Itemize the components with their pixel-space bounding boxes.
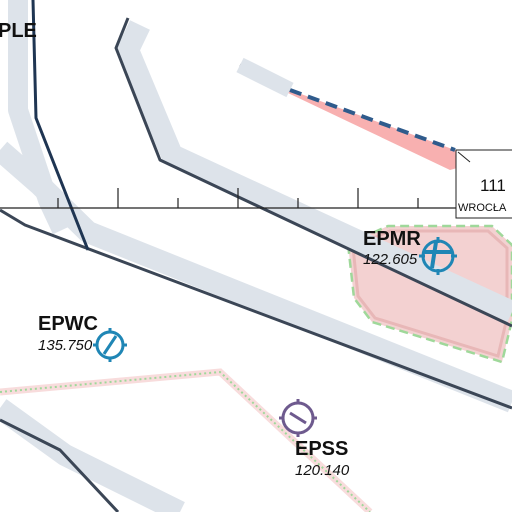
info-box-number: 111 bbox=[480, 176, 506, 195]
partial-place-label: PLE bbox=[0, 20, 37, 42]
airport-epss-code: EPSS bbox=[295, 438, 348, 460]
airport-epwc-frequency: 135.750 bbox=[38, 337, 93, 354]
info-box-place: WROCŁA bbox=[458, 202, 507, 214]
restricted-area bbox=[240, 65, 468, 170]
scale-bar bbox=[0, 188, 512, 209]
airport-epwc-code: EPWC bbox=[38, 313, 98, 335]
airport-epwc[interactable]: EPWC 135.750 bbox=[38, 313, 127, 362]
restricted-area-dashed-border bbox=[289, 88, 456, 152]
airport-epmr[interactable]: EPMR 122.605 bbox=[363, 228, 457, 275]
airport-epmr-frequency: 122.605 bbox=[363, 251, 418, 268]
airport-epmr-code: EPMR bbox=[363, 228, 421, 250]
info-box: 111 WROCŁA bbox=[455, 149, 512, 219]
airport-epss-frequency: 120.140 bbox=[295, 462, 350, 479]
airport-epss[interactable]: EPSS 120.140 bbox=[279, 399, 350, 479]
dotted-boundary bbox=[0, 370, 371, 512]
